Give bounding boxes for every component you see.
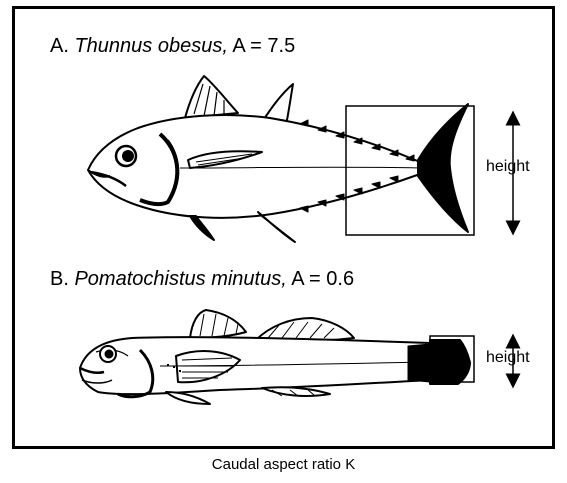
panel-b-label: B. Pomatochistus minutus, A = 0.6	[50, 268, 354, 291]
panel-a-prefix: A.	[50, 35, 69, 57]
panel-b-value: A = 0.6	[291, 268, 354, 290]
height-label-a: height	[486, 158, 530, 176]
panel-a-value: A = 7.5	[232, 35, 295, 57]
panel-b-species: Pomatochistus minutus,	[74, 268, 286, 290]
panel-b-prefix: B.	[50, 268, 69, 290]
goby-illustration	[80, 310, 470, 404]
panel-a-species: Thunnus obesus,	[74, 35, 227, 57]
height-label-b: height	[486, 349, 530, 367]
tuna-illustration	[88, 76, 468, 242]
panel-a-label: A. Thunnus obesus, A = 7.5	[50, 35, 295, 58]
figure-caption: Caudal aspect ratio K	[0, 456, 567, 473]
